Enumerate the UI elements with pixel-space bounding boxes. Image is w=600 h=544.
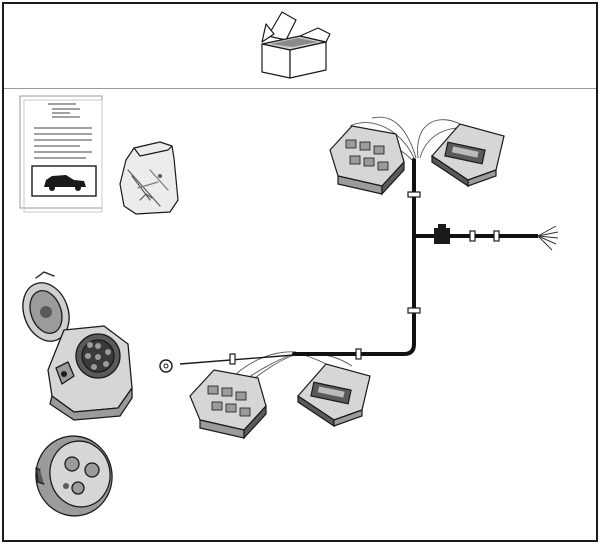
instruction-manual-icon	[19, 95, 103, 213]
tow-socket-icon	[22, 271, 133, 421]
harness-connector-top-right	[431, 123, 505, 188]
harness-connector-top-left	[329, 125, 405, 196]
harness-connector-bottom-right	[297, 363, 371, 428]
harness-connector-bottom-left	[189, 369, 267, 440]
header-band	[4, 4, 596, 89]
hardware-bag-icon	[119, 141, 179, 215]
wiring-harness-icon	[159, 116, 559, 440]
socket-gasket-icon	[35, 435, 113, 517]
open-box-icon	[261, 11, 331, 79]
